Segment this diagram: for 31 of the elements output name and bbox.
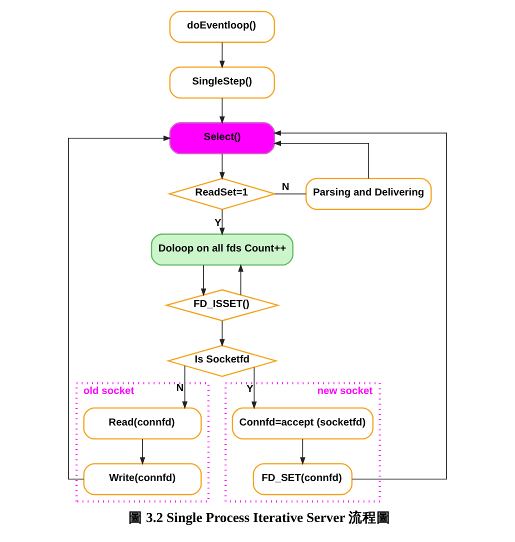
node-box: FD_SET(connfd) xyxy=(252,463,353,496)
edge-label: N xyxy=(282,182,290,194)
node-box: Select() xyxy=(169,122,276,154)
node-box: Write(connfd) xyxy=(83,463,202,496)
arrow xyxy=(219,209,225,236)
node-diamond: ReadSet=1 xyxy=(167,178,278,210)
node-box: doEventloop() xyxy=(169,10,276,43)
arrow xyxy=(68,136,172,480)
node-diamond: Is Socketfd xyxy=(166,344,278,378)
arrow xyxy=(219,42,225,68)
arrow xyxy=(273,130,447,480)
node-box: SingleStep() xyxy=(169,66,276,99)
caption: 圖 3.2 Single Process Iterative Server 流程圖 xyxy=(128,510,390,525)
arrow xyxy=(300,438,306,465)
connector xyxy=(274,193,306,194)
arrow xyxy=(273,140,370,179)
edge-label: Y xyxy=(246,384,254,396)
arrow xyxy=(238,264,244,296)
arrow xyxy=(140,438,146,465)
node-box: Connfd=accept (socketfd) xyxy=(232,407,374,440)
node-box: Parsing and Delivering xyxy=(305,178,432,210)
node-box: Read(connfd) xyxy=(83,407,202,440)
arrow xyxy=(182,365,188,410)
node-box: Doloop on all fds Count++ xyxy=(150,234,294,266)
arrow xyxy=(251,366,257,410)
arrow xyxy=(219,98,225,124)
edge-label: N xyxy=(176,383,184,394)
arrow xyxy=(219,320,225,347)
arrow xyxy=(200,264,206,296)
edge-label: Y xyxy=(214,218,222,230)
arrow xyxy=(219,153,225,180)
